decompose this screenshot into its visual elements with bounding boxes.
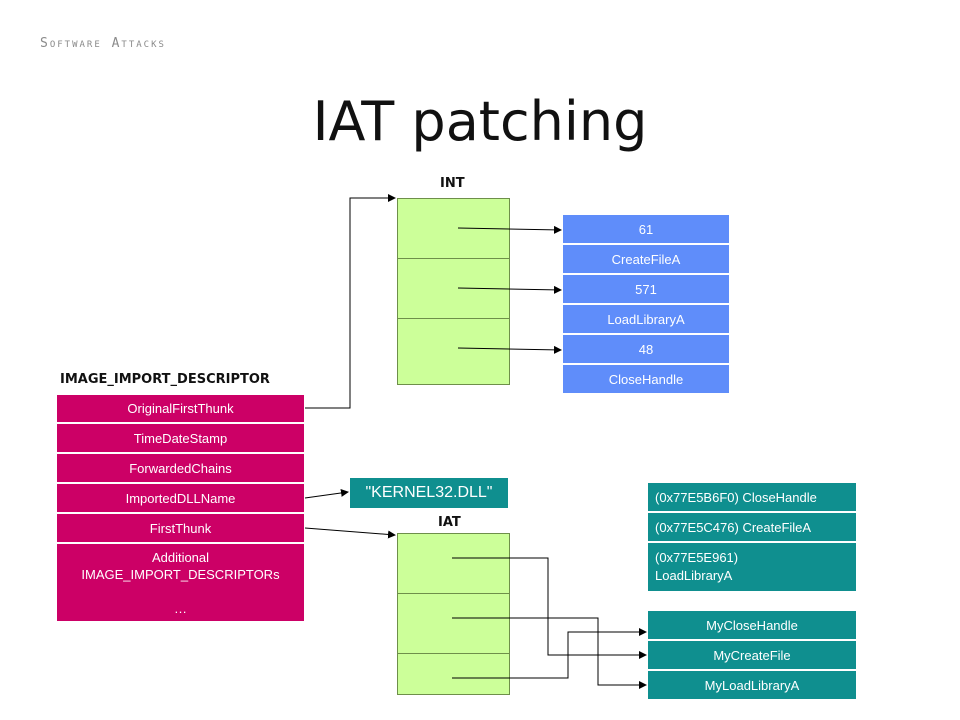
name-entry-closehandle: CloseHandle — [563, 365, 729, 393]
arrow-iat3-to-mycloseHandle — [452, 628, 647, 679]
int-label: INT — [440, 176, 465, 191]
name-entry-hint-571: 571 — [563, 275, 729, 303]
arrow-dllname-to-kernel32 — [304, 489, 349, 499]
name-entry-hint-48: 48 — [563, 335, 729, 363]
field-firstthunk: FirstThunk — [57, 514, 304, 542]
field-timedatestamp: TimeDateStamp — [57, 424, 304, 452]
arrow-int2-to-loadlibrarya — [457, 285, 562, 294]
slide-title: IAT patching — [312, 90, 648, 153]
name-entry-hint-61: 61 — [563, 215, 729, 243]
field-originalfirstthunk: OriginalFirstThunk — [57, 395, 304, 422]
arrow-iat1-to-mycreatefile — [452, 557, 647, 659]
hook-myloadlibrarya: MyLoadLibraryA — [648, 671, 856, 699]
iat-label: IAT — [438, 515, 461, 530]
section-header: Software Attacks — [40, 36, 166, 51]
descriptor-label: IMAGE_IMPORT_DESCRIPTOR — [60, 372, 270, 387]
address-createfilea: (0x77E5C476) CreateFileA — [648, 513, 856, 541]
arrow-int1-to-createfilea — [457, 225, 562, 234]
field-additional-descriptors: Additional IMAGE_IMPORT_DESCRIPTORs … — [57, 544, 304, 621]
field-forwardedchains: ForwardedChains — [57, 454, 304, 482]
field-importeddllname: ImportedDLLName — [57, 484, 304, 512]
arrow-originalfirstthunk-to-int — [305, 194, 396, 409]
name-entry-loadlibrarya: LoadLibraryA — [563, 305, 729, 333]
name-entry-createfilea: CreateFileA — [563, 245, 729, 273]
dll-name-box: "KERNEL32.DLL" — [350, 478, 508, 508]
arrow-iat2-to-myloadlibrarya — [452, 617, 647, 689]
iat-slot-3 — [397, 653, 510, 695]
int-slot-3 — [397, 318, 510, 385]
hook-mycloseHandle: MyCloseHandle — [648, 611, 856, 639]
arrow-firstthunk-to-iat — [304, 527, 396, 539]
address-loadlibrarya: (0x77E5E961) LoadLibraryA — [648, 543, 856, 591]
address-closehandle: (0x77E5B6F0) CloseHandle — [648, 483, 856, 511]
arrow-int3-to-closehandle — [457, 345, 562, 354]
hook-mycreatefile: MyCreateFile — [648, 641, 856, 669]
